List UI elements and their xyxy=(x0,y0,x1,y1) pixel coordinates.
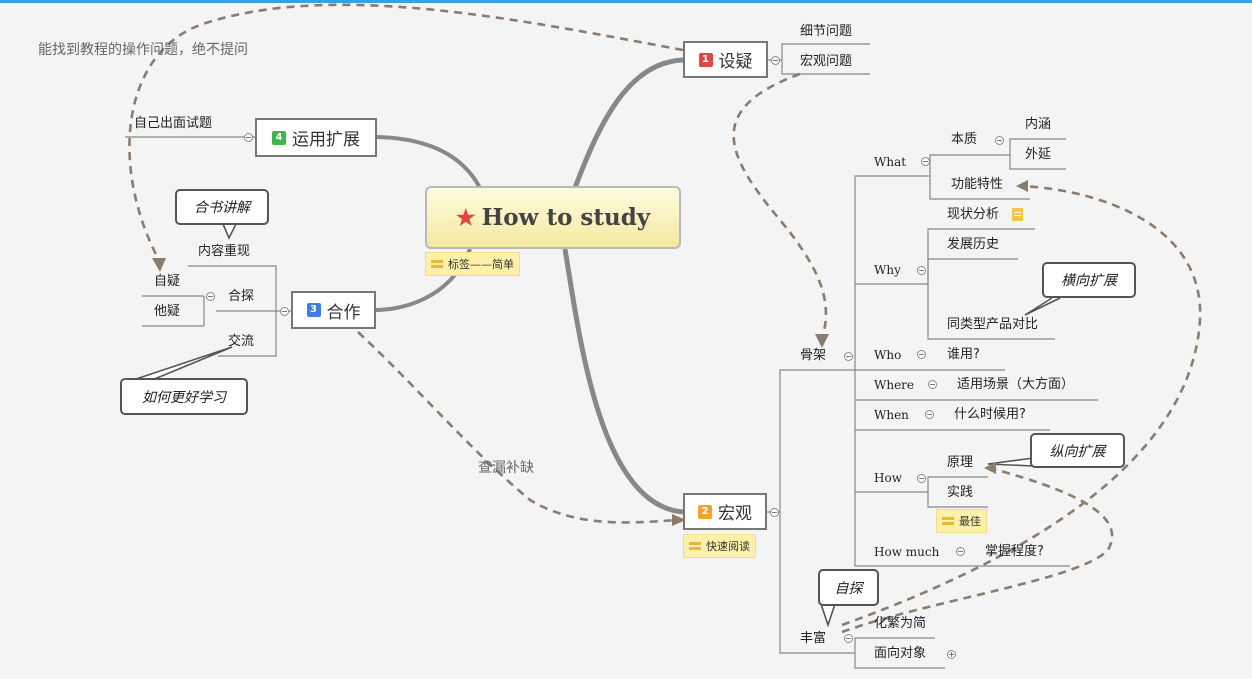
topic-fazhan[interactable]: 发展历史 xyxy=(947,237,1000,252)
branch-yunyong[interactable]: 4 运用扩展 xyxy=(255,118,377,157)
topic-benzhi[interactable]: 本质 xyxy=(951,132,978,147)
callout-heshu[interactable]: 合书讲解 xyxy=(175,189,269,225)
branch-hezuo[interactable]: 3 合作 xyxy=(291,291,376,329)
collapse-icon[interactable] xyxy=(206,292,215,301)
topic-shijian[interactable]: 实践 xyxy=(947,485,974,500)
topic-gujia[interactable]: 骨架 xyxy=(800,348,827,363)
collapse-icon[interactable] xyxy=(921,157,930,166)
topic-howmuch[interactable]: How much xyxy=(874,545,940,559)
collapse-icon[interactable] xyxy=(770,508,779,517)
branch-yunyong-label: 运用扩展 xyxy=(292,130,360,150)
collapse-icon[interactable] xyxy=(280,307,289,316)
topic-who[interactable]: Who xyxy=(874,348,902,362)
topic-where-value[interactable]: 适用场景（大方面） xyxy=(957,377,1075,392)
topic-who-value[interactable]: 谁用? xyxy=(947,347,980,362)
tag-icon xyxy=(689,541,701,551)
topic-tonglei[interactable]: 同类型产品对比 xyxy=(947,317,1039,332)
b3-children-lines xyxy=(142,265,291,357)
topic-why[interactable]: Why xyxy=(874,263,901,277)
window-top-bar xyxy=(0,0,1252,3)
skeleton-lines xyxy=(854,138,1098,669)
link-central-b2 xyxy=(562,248,684,515)
star-icon: ★ xyxy=(455,204,476,231)
callout-zitan-text: 自探 xyxy=(834,580,863,597)
branch-hongguan-label: 宏观 xyxy=(718,504,752,524)
callout-heshu-text: 合书讲解 xyxy=(194,200,250,216)
how-tag-label: 最佳 xyxy=(959,515,981,528)
topic-xijie[interactable]: 细节问题 xyxy=(800,24,853,39)
collapse-icon[interactable] xyxy=(917,474,926,483)
priority-1-icon: 1 xyxy=(698,52,713,67)
priority-3-icon: 3 xyxy=(306,303,321,317)
callout-zongxiang[interactable]: 纵向扩展 xyxy=(1030,433,1125,468)
tag-icon xyxy=(942,516,954,526)
topic-when-value[interactable]: 什么时候用? xyxy=(954,407,1026,422)
topic-how[interactable]: How xyxy=(874,471,902,485)
callout-hengxiang[interactable]: 横向扩展 xyxy=(1042,262,1136,298)
topic-gongneng[interactable]: 功能特性 xyxy=(951,177,1004,192)
expand-icon[interactable] xyxy=(947,650,956,659)
callout-ruhe-text: 如何更好学习 xyxy=(142,389,226,406)
collapse-icon[interactable] xyxy=(844,352,853,361)
branch-shey[interactable]: 1 设疑 xyxy=(683,41,768,78)
topic-jiaoliu[interactable]: 交流 xyxy=(228,334,255,349)
topic-ziyi[interactable]: 自疑 xyxy=(154,274,181,289)
topic-neirong[interactable]: 内容重现 xyxy=(198,244,251,259)
priority-4-icon: 4 xyxy=(272,130,286,145)
relation-arrowheads xyxy=(152,180,1028,526)
topic-howmuch-value[interactable]: 掌握程度? xyxy=(985,544,1044,559)
how-tag[interactable]: 最佳 xyxy=(936,509,987,533)
topic-neihan[interactable]: 内涵 xyxy=(1025,117,1052,132)
central-topic[interactable]: ★ How to study xyxy=(425,186,681,249)
callout-hengxiang-text: 横向扩展 xyxy=(1061,273,1117,289)
collapse-icon[interactable] xyxy=(844,634,853,643)
topic-fengfu[interactable]: 丰富 xyxy=(800,631,827,646)
topic-chuti[interactable]: 自己出面试题 xyxy=(134,116,213,131)
branch-hongguan[interactable]: 2 宏观 xyxy=(683,493,767,530)
collapse-icon[interactable] xyxy=(995,136,1004,145)
collapse-icon[interactable] xyxy=(928,380,937,389)
topic-where[interactable]: Where xyxy=(874,378,915,392)
collapse-icon[interactable] xyxy=(771,56,780,65)
top-note-label: 能找到教程的操作问题，绝不提问 xyxy=(38,42,248,58)
topic-huafan[interactable]: 化繁为简 xyxy=(874,616,927,631)
branch-shey-label: 设疑 xyxy=(718,52,753,72)
topic-when[interactable]: When xyxy=(874,408,909,422)
central-tag-label: 标签——简单 xyxy=(448,258,514,271)
topic-yuanli[interactable]: 原理 xyxy=(947,455,974,470)
collapse-icon[interactable] xyxy=(244,133,253,142)
callout-tails xyxy=(132,223,1061,628)
link-central-b1 xyxy=(572,57,684,189)
collapse-icon[interactable] xyxy=(925,410,934,419)
collapse-icon[interactable] xyxy=(917,266,926,275)
topic-xianzhuang[interactable]: 现状分析 xyxy=(947,207,1000,222)
topic-hongguan-wenti[interactable]: 宏观问题 xyxy=(800,54,853,69)
link-central-b4 xyxy=(376,135,482,189)
note-icon[interactable] xyxy=(1012,208,1023,221)
branch-hezuo-label: 合作 xyxy=(326,302,361,323)
collapse-icon[interactable] xyxy=(917,350,926,359)
topic-what[interactable]: What xyxy=(874,155,907,169)
relation-lines xyxy=(128,3,1202,634)
topic-tayi[interactable]: 他疑 xyxy=(154,304,181,319)
topic-hetan[interactable]: 合探 xyxy=(228,289,255,304)
topic-waiyan[interactable]: 外延 xyxy=(1025,147,1052,162)
chalou-label: 查漏补缺 xyxy=(478,460,534,476)
callout-zongxiang-text: 纵向扩展 xyxy=(1049,443,1106,460)
callout-ruhe[interactable]: 如何更好学习 xyxy=(120,378,248,415)
hongguan-tag[interactable]: 快速阅读 xyxy=(683,534,756,558)
b2-children-lines xyxy=(767,369,855,654)
central-title: How to study xyxy=(481,204,651,231)
hongguan-tag-label: 快速阅读 xyxy=(706,540,750,553)
priority-2-icon: 2 xyxy=(698,504,712,519)
tag-icon xyxy=(431,259,443,269)
callout-zitan[interactable]: 自探 xyxy=(818,569,879,606)
collapse-icon[interactable] xyxy=(956,547,965,556)
topic-mianxiang[interactable]: 面向对象 xyxy=(874,646,927,661)
central-tag[interactable]: 标签——简单 xyxy=(425,252,520,276)
